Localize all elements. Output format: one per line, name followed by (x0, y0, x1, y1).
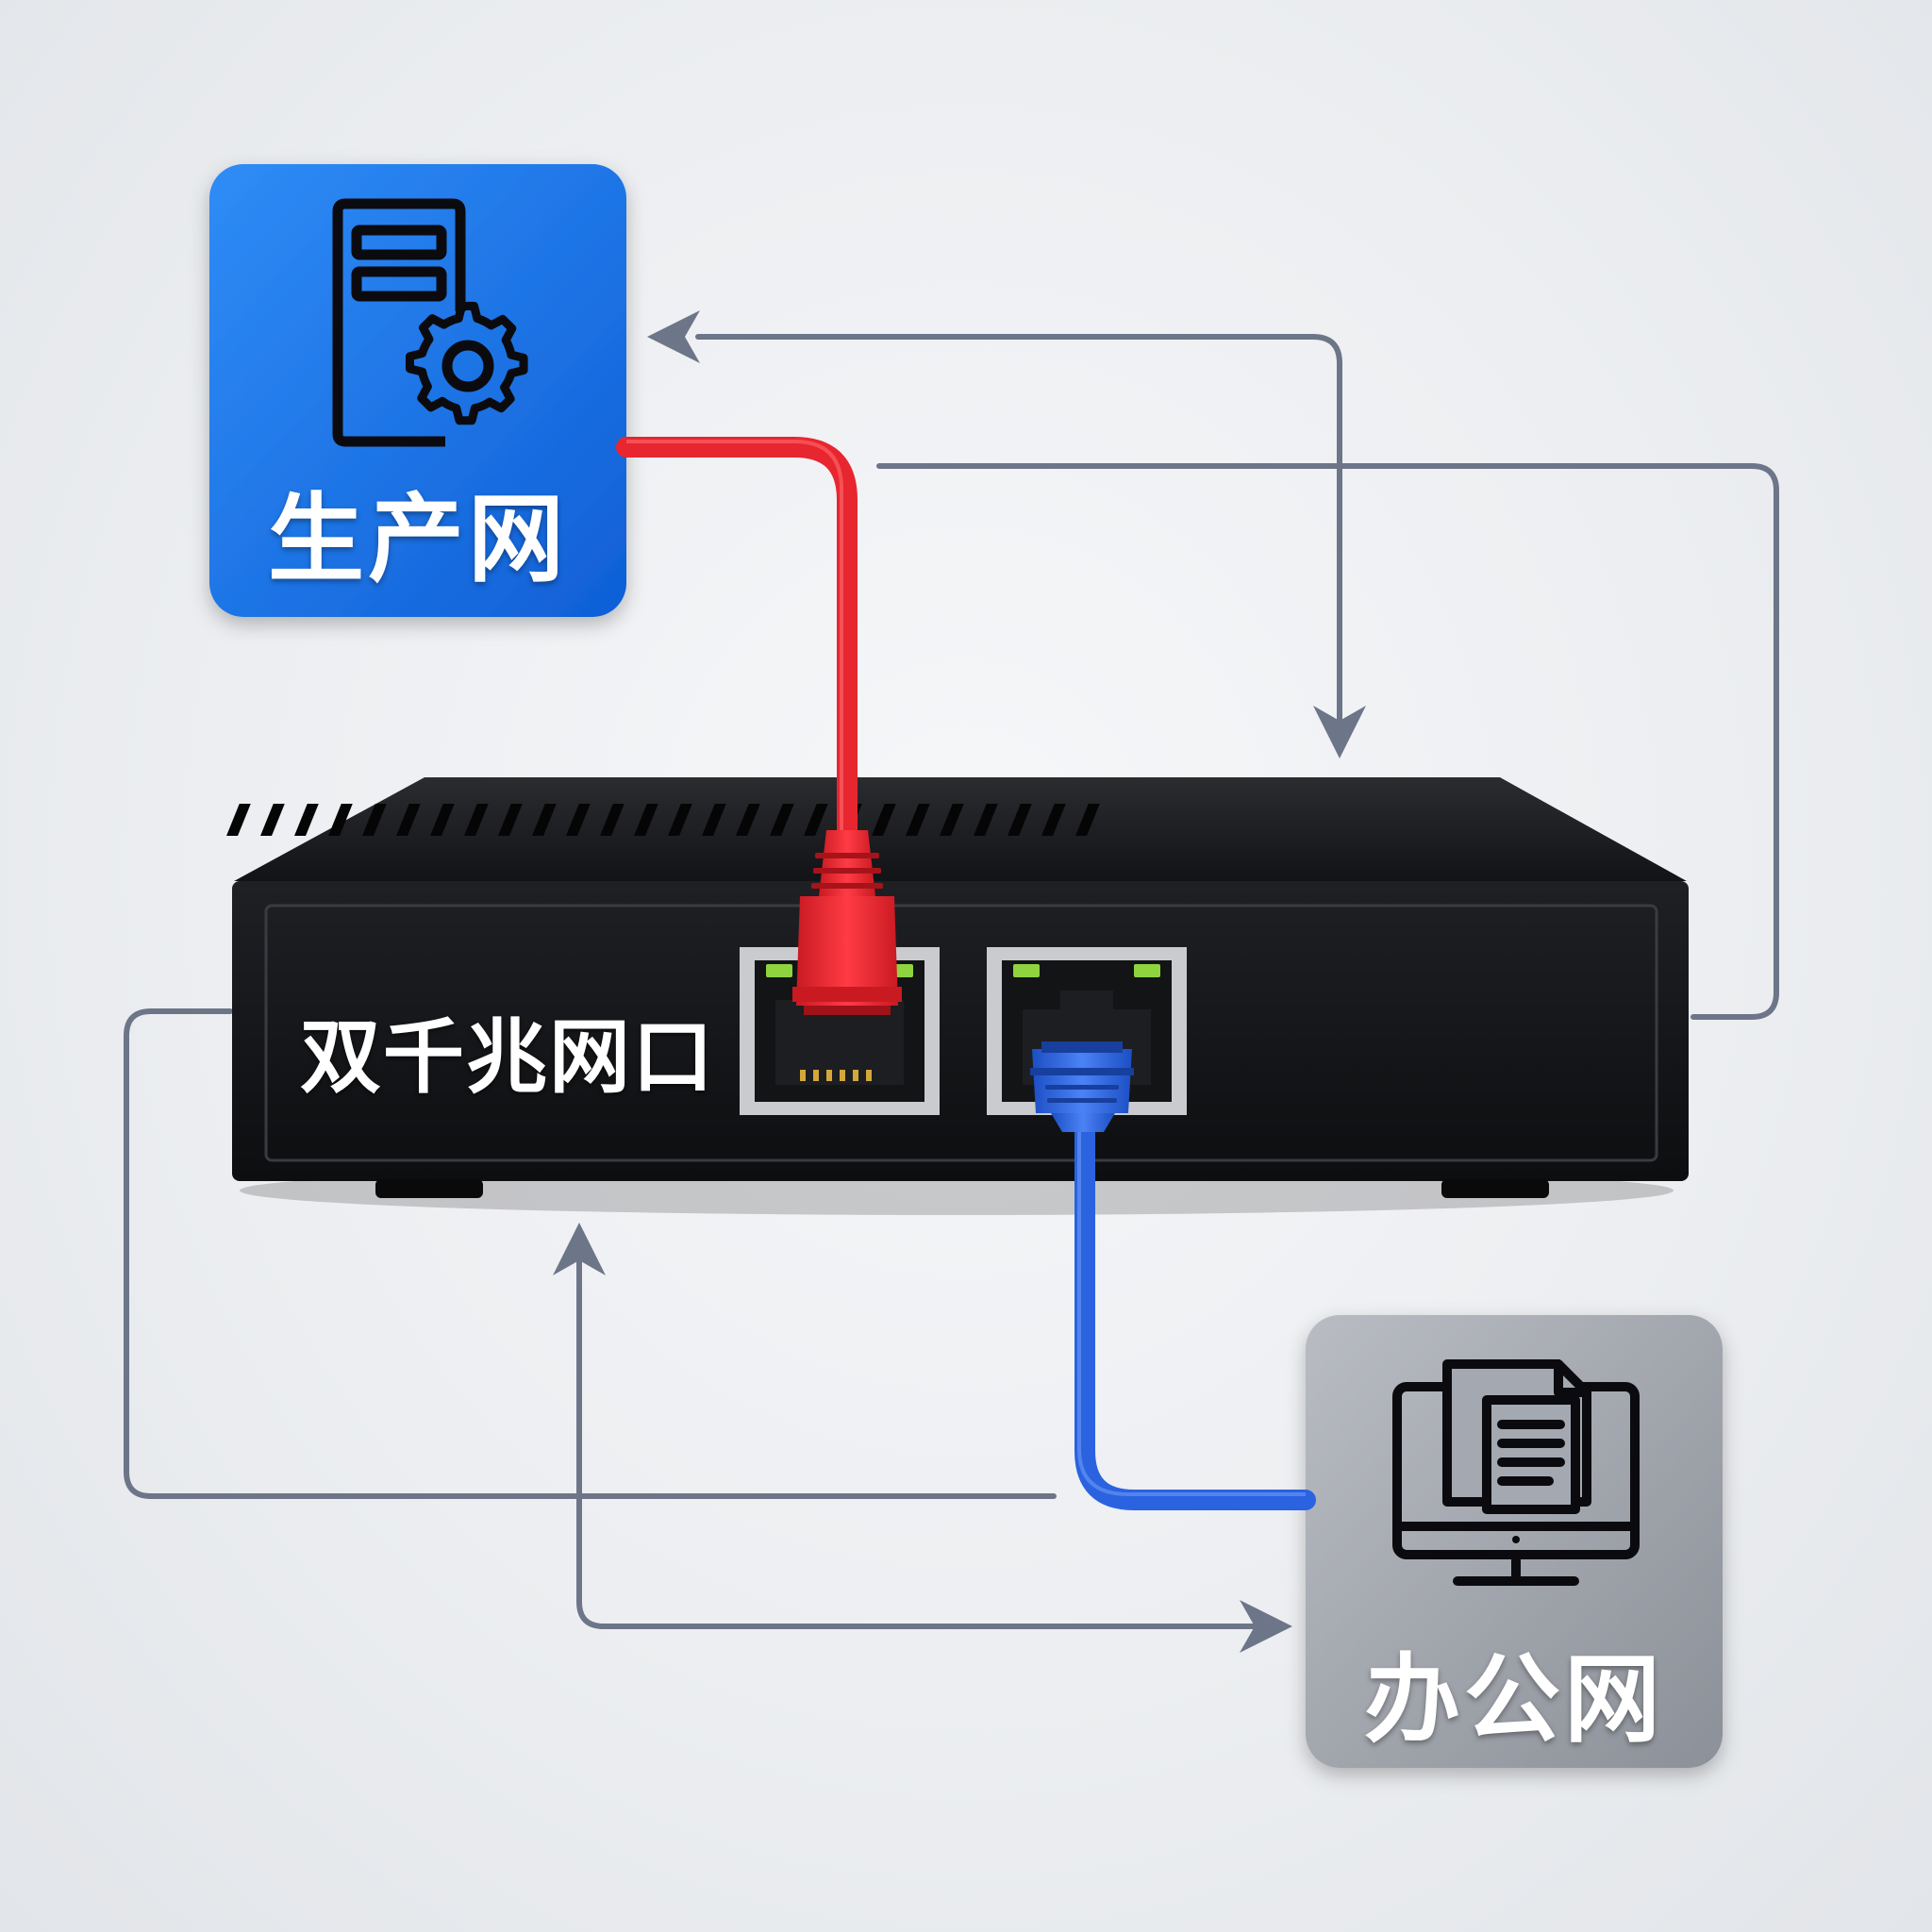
flow-line-top-to-production (695, 334, 1342, 752)
port-2-activity-led (1134, 964, 1160, 977)
desktop-document-icon (1392, 1359, 1640, 1586)
arrowhead-right-office (1240, 1600, 1292, 1653)
device-top (234, 777, 1687, 881)
device-front (232, 881, 1689, 1181)
flow-lines (124, 334, 1779, 1629)
device-foot-left (375, 1179, 483, 1198)
production-tile (209, 164, 626, 617)
device-vents (226, 804, 1100, 836)
arrowhead-up-device (553, 1223, 606, 1275)
production-network-label: 生产网 (268, 484, 568, 596)
production-network-node (209, 164, 626, 617)
flow-line-left-loop (124, 1008, 1057, 1499)
server-settings-icon (332, 198, 528, 447)
device-label: 双千兆网口 (300, 1010, 715, 1105)
device-foot-right (1441, 1179, 1549, 1198)
arrowhead-down-device (1313, 706, 1366, 758)
flow-arrowheads (553, 310, 1366, 1653)
production-cable (616, 437, 902, 1015)
flow-line-right-loop (876, 463, 1779, 1020)
office-network-label: 办公网 (1364, 1644, 1664, 1757)
port-1-link-led (766, 964, 792, 977)
port-2-link-led (1013, 964, 1040, 977)
arrowhead-left-production (647, 310, 700, 363)
flow-line-up-to-device (576, 1252, 1265, 1629)
office-cable (1030, 1041, 1316, 1510)
